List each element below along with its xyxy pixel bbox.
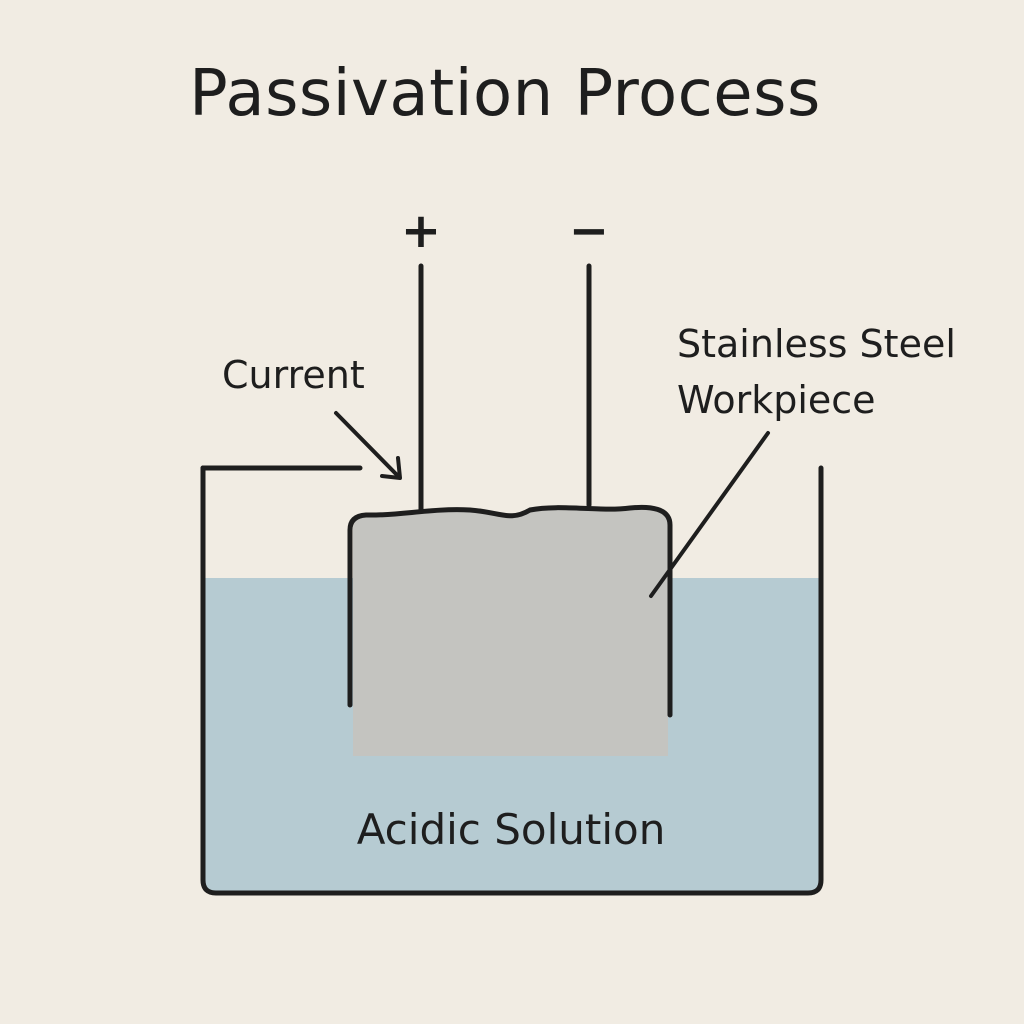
tank [200,465,824,896]
negative-terminal-label: − [569,203,609,259]
workpiece-label-line2: Workpiece [677,378,876,422]
positive-terminal-label: + [401,203,441,259]
solution-label: Acidic Solution [357,805,666,854]
workpiece-label-line1: Stainless Steel [677,322,956,366]
current-label: Current [222,353,365,397]
diagram-title: Passivation Process [189,57,821,131]
workpiece-outline [347,504,673,718]
current-arrow-shaft [334,411,400,478]
current-arrow-head [380,456,402,480]
workpiece-leader-line [649,431,770,598]
stainless-steel-workpiece [353,507,668,756]
